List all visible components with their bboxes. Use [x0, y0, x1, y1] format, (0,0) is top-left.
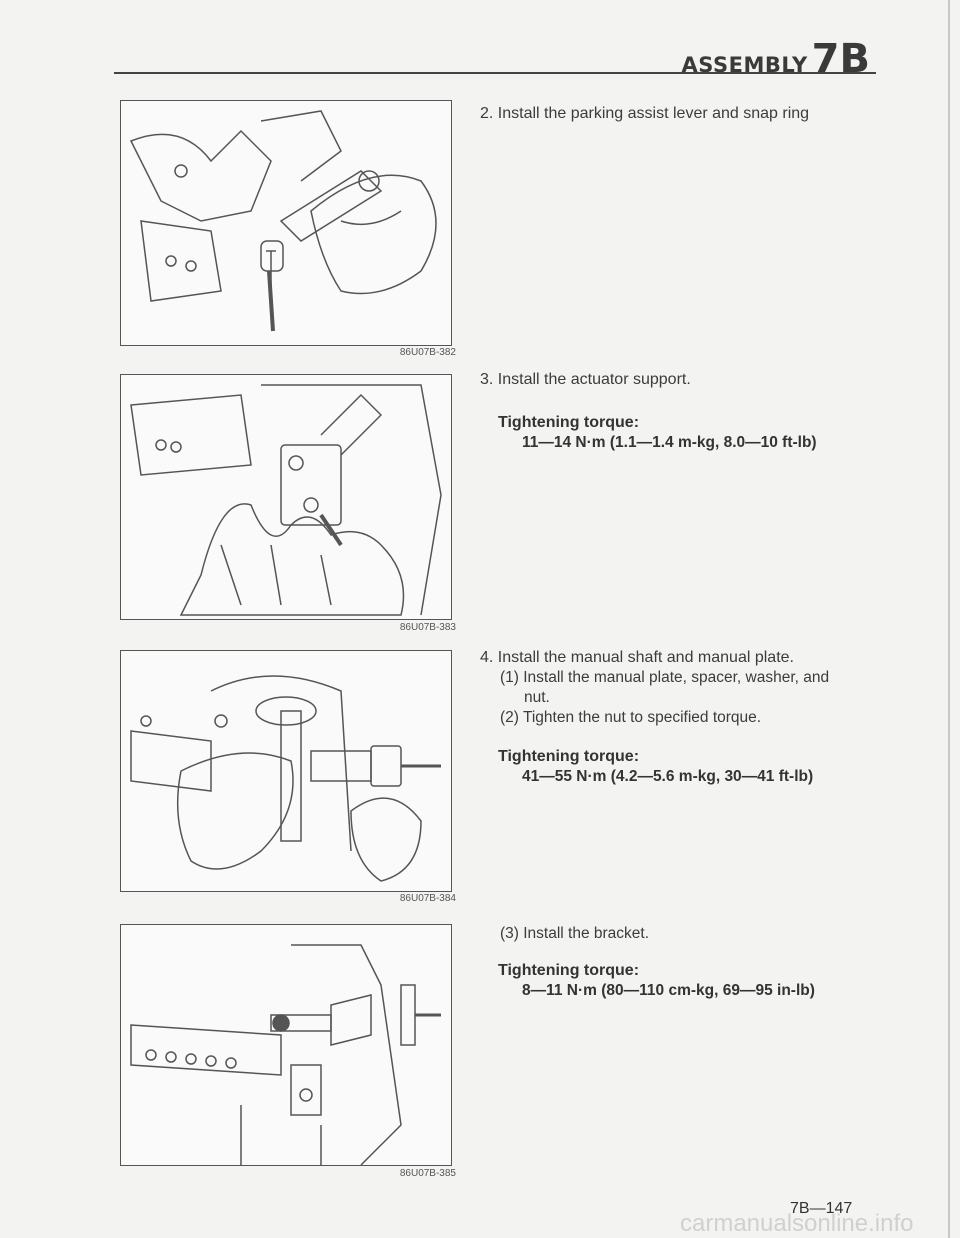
step-4-1a: (1) Install the manual plate, spacer, wa…: [500, 669, 830, 686]
step-4-3-torque-value: 8—11 N·m (80—110 cm-kg, 69—95 in-lb): [522, 982, 815, 999]
actuator-support-illustration: [130, 384, 442, 616]
step-4-1b: nut.: [524, 689, 550, 706]
figure-caption-384: 86U07B-384: [399, 893, 456, 904]
step-3: 3. Install the actuator support.: [480, 371, 691, 388]
figure-actuator-support: [120, 374, 452, 620]
page-number: 7B—147: [790, 1200, 853, 1217]
step-4-torque-label: Tightening torque:: [498, 748, 640, 765]
step-4-torque-value: 41—55 N·m (4.2—5.6 m-kg, 30—41 ft-lb): [522, 768, 814, 785]
step-2: 2. Install the parking assist lever and …: [480, 105, 810, 122]
header-rule: [114, 72, 876, 74]
watermark: carmanualsonline.info: [680, 1210, 914, 1237]
figure-manual-plate: [120, 650, 452, 892]
section-number: 7B: [811, 36, 870, 82]
step-3-torque-value: 11—14 N·m (1.1—1.4 m-kg, 8.0—10 ft-lb): [522, 434, 817, 451]
figure-caption-385: 86U07B-385: [399, 1168, 456, 1179]
step-4: 4. Install the manual shaft and manual p…: [480, 649, 794, 666]
parking-assist-lever-illustration: [129, 110, 437, 332]
step-3-torque-label: Tightening torque:: [498, 414, 640, 431]
step-4-2: (2) Tighten the nut to specified torque.: [500, 709, 762, 726]
figure-bracket: [120, 924, 452, 1166]
bracket-illustration: [130, 944, 441, 1165]
figure-parking-assist-lever: [120, 100, 452, 346]
figure-caption-382: 86U07B-382: [399, 347, 456, 358]
manual-plate-illustration: [130, 675, 441, 882]
figure-caption-383: 86U07B-383: [399, 622, 456, 633]
page-edge-shadow: [948, 0, 950, 1238]
step-4-3: (3) Install the bracket.: [500, 925, 650, 942]
step-4-3-torque-label: Tightening torque:: [498, 962, 640, 979]
